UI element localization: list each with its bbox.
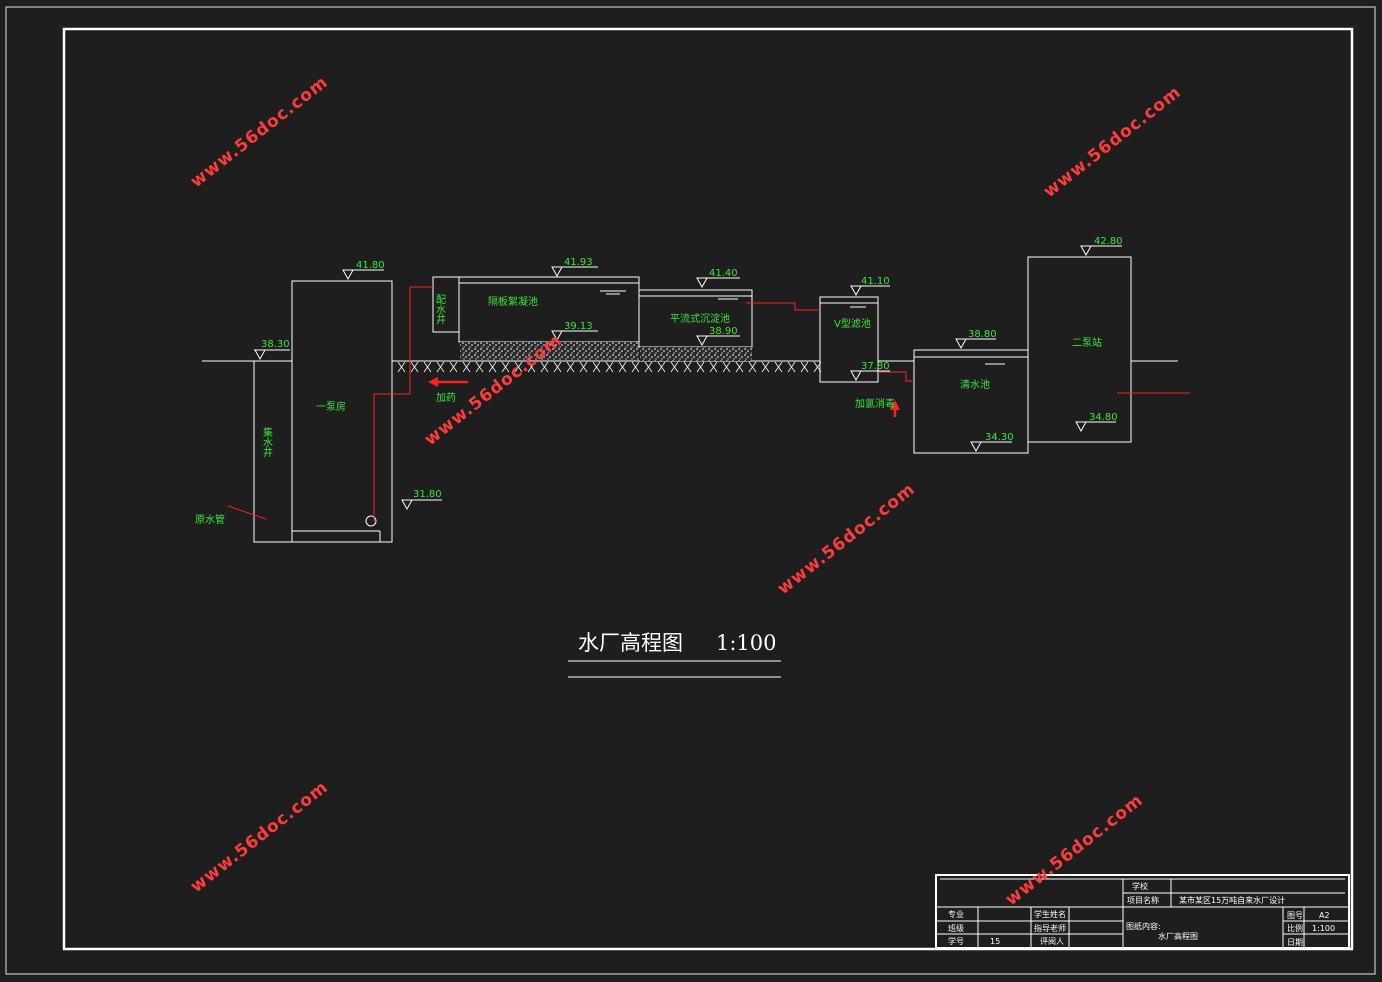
elevation-marker-station-bottom: 34.80 <box>1075 412 1118 433</box>
elevation-marker-sed-bottom: 38.90 <box>696 326 740 347</box>
elevation-label: 31.80 <box>413 489 442 500</box>
elevation-marker-sed-top: 41.40 <box>696 268 740 289</box>
elevation-label: 34.30 <box>985 432 1014 443</box>
elevation-label: 41.80 <box>356 260 385 271</box>
dosing-label: 加药 <box>436 392 456 404</box>
pump-icon <box>365 515 377 527</box>
watermark: www.56doc.com <box>1002 790 1147 910</box>
flocculation-tank-label: 隔板絮凝池 <box>488 295 538 308</box>
tb-drawing-no: 图号 <box>1287 911 1303 920</box>
pump-house-1: 一泵房 <box>291 280 393 543</box>
elevation-label: 38.80 <box>968 329 997 340</box>
v-filter-label: V型滤池 <box>834 317 871 330</box>
tb-student-name: 学生姓名 <box>1034 909 1066 919</box>
flocculation-tank: 隔板絮凝池 <box>458 276 640 360</box>
inner-frame <box>62 27 1354 951</box>
elevation-label: 34.80 <box>1089 412 1118 423</box>
watermark: www.56doc.com <box>774 479 919 599</box>
chlorination-label: 加氯消毒 <box>855 397 895 410</box>
raw-water-pipe-label: 原水管 <box>195 513 225 526</box>
tb-scale-value: 1:100 <box>1312 924 1335 933</box>
drawing-title-text: 水厂高程图 <box>578 631 683 655</box>
elevation-marker-pump-bottom: 31.80 <box>401 489 442 511</box>
elevation-marker-filter-top: 41.10 <box>850 276 890 297</box>
tb-student-no: 学号 <box>948 936 964 946</box>
tb-class: 班级 <box>948 923 964 933</box>
elevation-marker-floc-top: 41.93 <box>551 257 598 278</box>
elevation-label: 38.30 <box>261 339 290 350</box>
watermarks: www.56doc.com www.56doc.com www.56doc.co… <box>187 72 1185 910</box>
tb-scale-label: 比例 <box>1287 923 1303 933</box>
elevation-label: 38.90 <box>709 326 738 337</box>
watermark: www.56doc.com <box>1040 82 1185 202</box>
distribution-well: 配水井 <box>432 276 460 333</box>
watermark: www.56doc.com <box>187 72 332 192</box>
outer-frame <box>5 6 1376 975</box>
title-block <box>935 874 1350 949</box>
chlorination-arrow <box>890 400 900 417</box>
sedimentation-tank-label: 平流式沉淀池 <box>670 312 730 325</box>
elevation-marker-pump-top: 41.80 <box>342 260 385 281</box>
pump-station-2: 二泵站 <box>1027 256 1132 443</box>
elevation-label: 42.80 <box>1094 236 1123 247</box>
elevation-label: 39.13 <box>564 321 593 332</box>
tb-major: 专业 <box>948 909 964 919</box>
watermark: www.56doc.com <box>187 777 332 897</box>
tb-advisor: 指导老师 <box>1034 923 1066 933</box>
elevation-marker-clear-top: 38.80 <box>955 329 997 350</box>
pump-station-2-label: 二泵站 <box>1072 336 1102 349</box>
tb-content-label: 图纸内容: <box>1126 921 1161 931</box>
tb-school: 学校 <box>1132 881 1148 891</box>
clear-water-tank-label: 清水池 <box>960 378 990 391</box>
tb-reviewer: 评阅人 <box>1040 937 1064 946</box>
elevation-label: 41.40 <box>709 268 738 279</box>
collection-well-label: 集水井 <box>261 426 273 458</box>
pipe-network <box>227 286 1190 521</box>
title-block-text: 学校 项目名称 某市某区15万吨自来水厂设计 专业 学生姓名 班级 指导老师 学… <box>948 881 1335 947</box>
v-filter: V型滤池 <box>819 296 879 383</box>
tb-student-no-value: 15 <box>990 937 1000 946</box>
elevation-marker-clear-bottom: 34.30 <box>970 432 1014 453</box>
tb-drawing-no-value: A2 <box>1319 911 1330 920</box>
sedimentation-tank: 平流式沉淀池 <box>638 289 753 361</box>
ground-hatch <box>397 361 822 373</box>
tb-project-label: 项目名称 <box>1127 895 1159 905</box>
tb-project-name: 某市某区15万吨自来水厂设计 <box>1179 895 1285 905</box>
drawing-title: 水厂高程图 1:100 <box>568 631 781 678</box>
elevation-marker-collection-top: 38.30 <box>254 339 290 361</box>
dosing-arrow <box>428 377 468 387</box>
tb-date: 日期 <box>1287 938 1303 947</box>
drawing-scale-text: 1:100 <box>716 631 777 655</box>
elevation-marker-filter-bottom: 37.80 <box>850 361 890 382</box>
elevation-label: 41.10 <box>861 276 890 287</box>
collection-well: 集水井 <box>253 360 293 543</box>
elevation-marker-floc-bottom: 39.13 <box>551 321 598 342</box>
pump-house-1-label: 一泵房 <box>316 400 346 413</box>
distribution-well-label: 配水井 <box>434 294 446 325</box>
elevation-label: 41.93 <box>564 257 593 268</box>
elevation-label: 37.80 <box>861 361 890 372</box>
elevation-marker-station-top: 42.80 <box>1080 236 1123 257</box>
raw-water-pipe-leader <box>227 505 267 520</box>
tb-content: 水厂高程图 <box>1158 931 1198 941</box>
